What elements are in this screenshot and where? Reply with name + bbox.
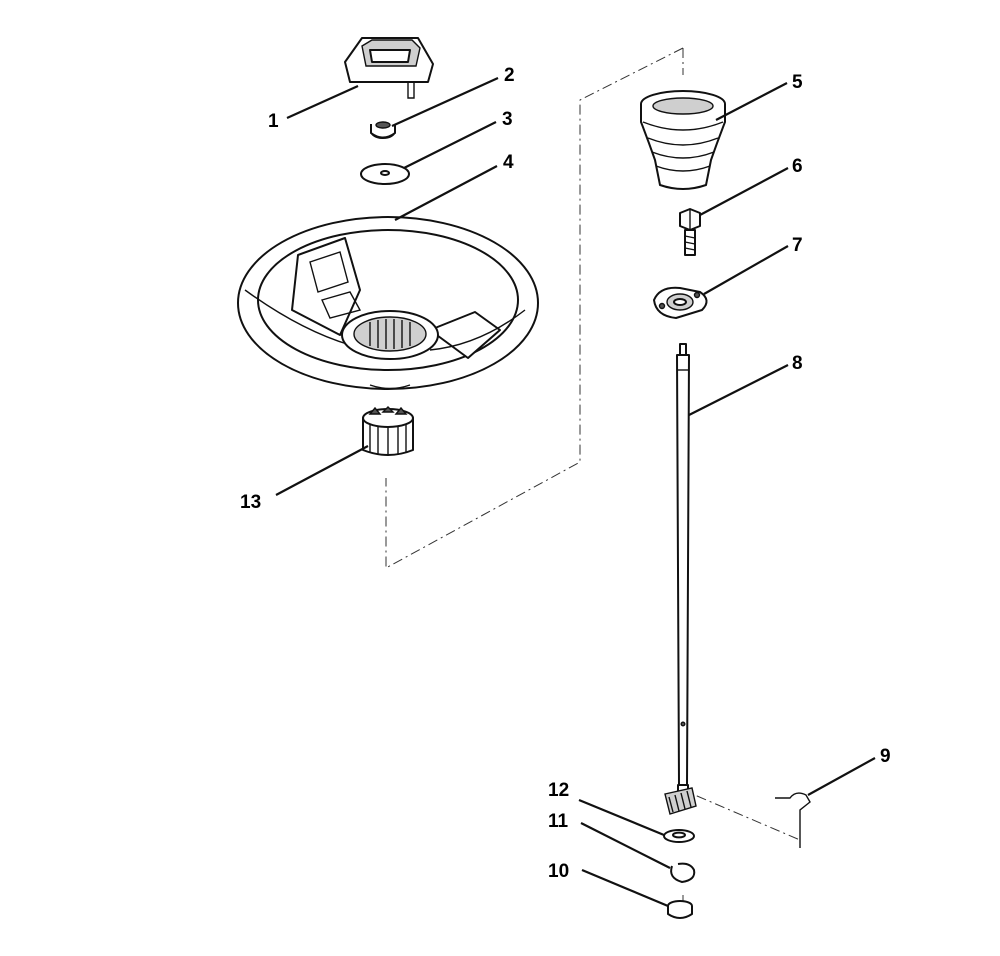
callout-3: 3 — [502, 109, 513, 130]
boot-part — [640, 90, 726, 190]
callout-8: 8 — [792, 353, 803, 374]
callout-7: 7 — [792, 235, 803, 256]
steering-wheel-part — [237, 216, 539, 390]
retaining-ring-part — [670, 862, 696, 883]
steering-shaft-part — [664, 343, 697, 815]
flange-bearing-part — [653, 286, 708, 319]
callout-numbers: 1 2 3 4 5 6 7 8 9 10 11 12 13 — [240, 65, 891, 882]
callout-12: 12 — [548, 780, 569, 801]
spline-adapter-part — [362, 406, 414, 456]
callout-4: 4 — [503, 152, 514, 173]
callout-13: 13 — [240, 492, 261, 513]
bushing-part — [667, 900, 693, 919]
bolt-part — [679, 208, 701, 256]
bracket-part — [775, 792, 811, 848]
leader-lines — [275, 76, 876, 908]
shaft-washer-part — [663, 829, 695, 843]
callout-9: 9 — [880, 746, 891, 767]
callout-6: 6 — [792, 156, 803, 177]
callout-5: 5 — [792, 72, 803, 93]
callout-2: 2 — [504, 65, 515, 86]
callout-10: 10 — [548, 861, 569, 882]
assembly-centerlines — [385, 47, 801, 905]
callout-11: 11 — [548, 811, 569, 832]
nut-part — [370, 121, 396, 139]
washer-part — [360, 163, 410, 185]
center-cap-part — [344, 37, 434, 99]
callout-1: 1 — [268, 111, 279, 132]
